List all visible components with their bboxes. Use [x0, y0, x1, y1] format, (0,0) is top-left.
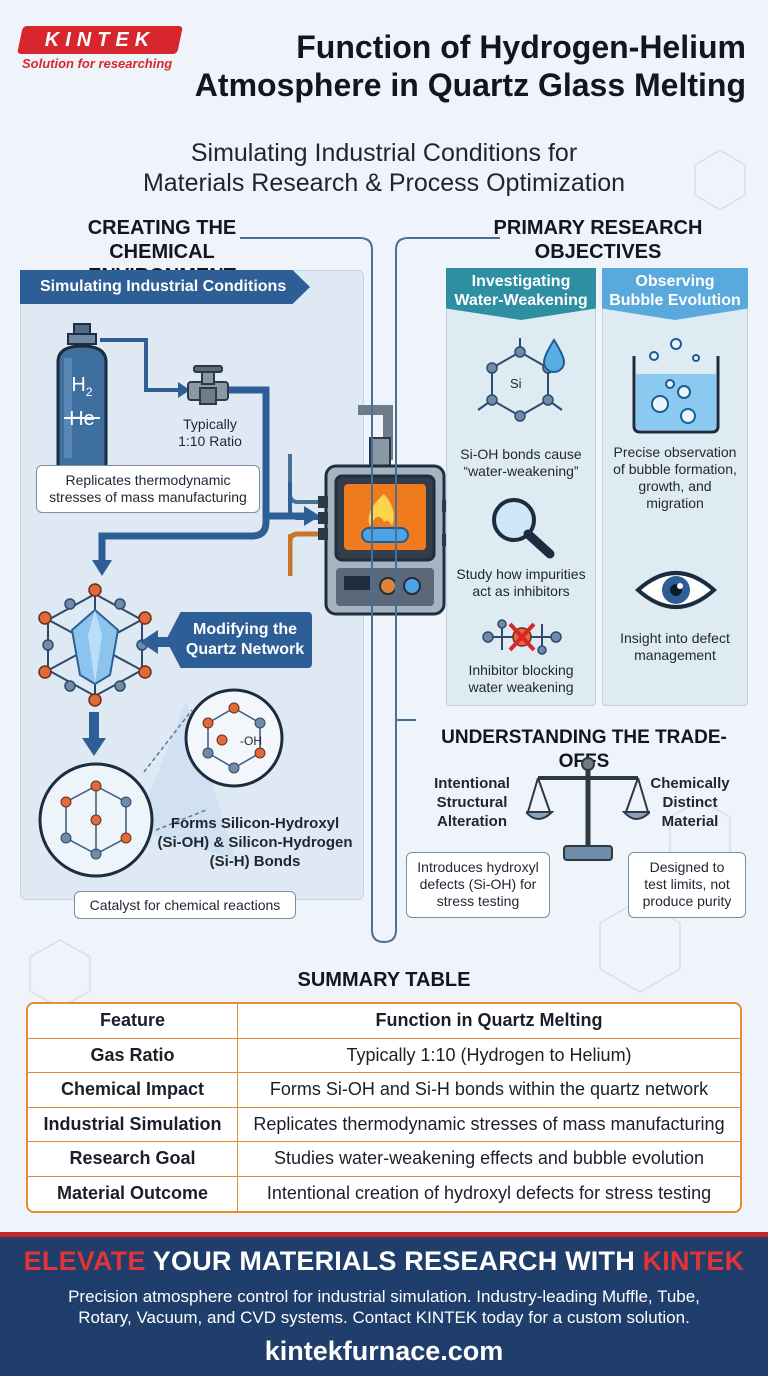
inhibitor-blocked-icon — [482, 619, 562, 655]
table-cell-function: Typically 1:10 (Hydrogen to Helium) — [238, 1039, 740, 1073]
table-row: Research Goal Studies water-weakening ef… — [28, 1142, 740, 1177]
table-header-row: Feature Function in Quartz Melting — [28, 1004, 740, 1039]
bubble-evolution-card — [602, 268, 748, 706]
column-header-feature: Feature — [28, 1004, 238, 1039]
table-row: Gas Ratio Typically 1:10 (Hydrogen to He… — [28, 1038, 740, 1073]
gas-label-h2: H2 — [71, 374, 93, 399]
impurities-inhibitors-text: Study how impurities act as inhibitors — [456, 566, 586, 599]
gas-ratio-label: Typically 1:10 Ratio — [178, 416, 242, 449]
table-cell-feature: Material Outcome — [28, 1176, 238, 1211]
arrow-left-icon — [140, 630, 170, 654]
inhibitor-blocking-text: Inhibitor blocking water weakening — [468, 662, 574, 695]
test-limits-note: Designed to test limits, not produce pur… — [628, 852, 746, 918]
oh-bond-detail-icon — [184, 688, 284, 788]
oh-bond-label: -OH — [240, 734, 262, 748]
catalyst-callout: Catalyst for chemical reactions — [74, 891, 296, 919]
simulating-conditions-banner: Simulating Industrial Conditions — [20, 270, 310, 304]
water-weakening-cause-text: Si-OH bonds cause “water-weakening” — [460, 446, 582, 479]
hydroxyl-defects-note: Introduces hydroxyl defects (Si-OH) for … — [406, 852, 550, 918]
page-subtitle: Simulating Industrial Conditions for Mat… — [142, 139, 626, 197]
water-weakening-card-title: Investigating Water-Weakening — [446, 268, 596, 320]
si-oh-molecule-icon — [477, 338, 566, 422]
footer-headline: ELEVATE YOUR MATERIALS RESEARCH WITH KIN… — [23, 1246, 745, 1276]
bubble-evolution-card-title: Observing Bubble Evolution — [602, 268, 748, 320]
forms-bonds-label: Forms Silicon-Hydroxyl (Si-OH) & Silicon… — [157, 815, 353, 870]
table-cell-function: Forms Si-OH and Si-H bonds within the qu… — [238, 1073, 740, 1108]
table-cell-function: Intentional creation of hydroxyl defects… — [266, 1183, 712, 1204]
summary-table-heading: SUMMARY TABLE — [297, 969, 471, 991]
balance-scale-icon — [526, 757, 650, 861]
table-row: Industrial Simulation Replicates thermod… — [28, 1107, 740, 1142]
furnace-icon — [288, 405, 452, 616]
table-cell-function: Replicates thermodynamic stresses of mas… — [238, 1108, 740, 1142]
gas-cylinder-icon — [56, 323, 108, 472]
gas-pipe-with-valve — [92, 338, 320, 576]
page-title: Function of Hydrogen-Helium Atmosphere i… — [194, 29, 746, 103]
defect-management-text: Insight into defect management — [620, 630, 730, 663]
intentional-alteration-title: Intentional Structural Alteration — [434, 775, 510, 830]
replicates-stress-callout: Replicates thermodynamic stresses of mas… — [36, 465, 260, 513]
arrow-down-icon — [82, 712, 106, 756]
table-row: Material Outcome Intentional creation of… — [28, 1176, 740, 1211]
bubbles-beaker-icon — [632, 338, 720, 434]
magnifying-glass-icon — [492, 498, 555, 559]
table-cell-feature: Research Goal — [28, 1142, 238, 1177]
si-oh-molecule-zoom-icon — [38, 700, 236, 878]
logo-tagline: Solution for researching — [22, 56, 173, 71]
gas-label-he: He — [69, 408, 95, 430]
footer-website-link[interactable]: kintekfurnace.com — [264, 1336, 504, 1366]
eye-icon — [634, 571, 718, 609]
bubble-observation-text: Precise observation of bubble formation,… — [613, 444, 737, 511]
modifying-network-banner: Modifying the Quartz Network — [166, 612, 312, 668]
summary-table: Feature Function in Quartz Melting Gas R… — [26, 1002, 742, 1213]
chemically-distinct-title: Chemically Distinct Material — [650, 775, 730, 830]
table-cell-feature: Gas Ratio — [28, 1038, 238, 1073]
column-header-function: Function in Quartz Melting — [238, 1004, 740, 1039]
logo[interactable]: KINTEK — [44, 29, 156, 51]
table-cell-feature: Industrial Simulation — [28, 1107, 238, 1142]
table-cell-function: Studies water-weakening effects and bubb… — [238, 1142, 740, 1177]
quartz-crystal-network-icon — [38, 583, 152, 707]
table-row: Chemical Impact Forms Si-OH and Si-H bon… — [28, 1073, 740, 1108]
footer-banner — [0, 1232, 768, 1376]
section-heading-research-objectives: PRIMARY RESEARCH OBJECTIVES — [493, 217, 703, 263]
table-cell-feature: Chemical Impact — [28, 1073, 238, 1108]
si-atom-label: Si — [510, 376, 522, 391]
footer-description: Precision atmosphere control for industr… — [68, 1287, 700, 1327]
